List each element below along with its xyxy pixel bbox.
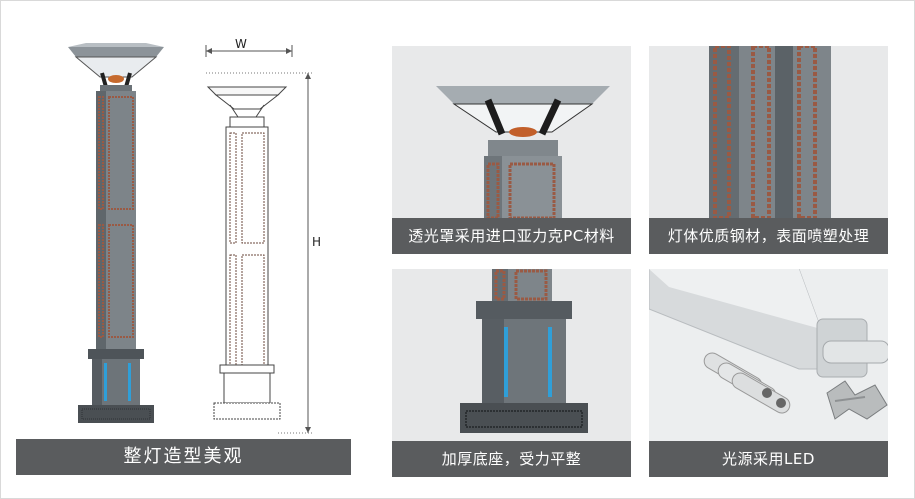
body-detail-image: [709, 46, 831, 218]
main-caption: 整灯造型美观: [16, 439, 351, 475]
base-caption: 加厚底座，受力平整: [392, 441, 631, 477]
detail-panel-shade: 透光罩采用进口亚力克PC材料: [392, 46, 631, 254]
shade-detail-image: [436, 86, 610, 218]
metal-clip: [826, 380, 888, 420]
base-detail-image: [460, 269, 588, 433]
detail-panel-led: 光源采用LED: [649, 269, 888, 477]
shade-caption: 透光罩采用进口亚力克PC材料: [392, 218, 631, 254]
main-product-panel: W H 整灯造型美观: [16, 25, 351, 475]
detail-panel-base: 加厚底座，受力平整: [392, 269, 631, 477]
colored-lamp-image: [68, 43, 164, 423]
led-caption: 光源采用LED: [649, 441, 888, 477]
body-caption: 灯体优质钢材，表面喷塑处理: [649, 218, 888, 254]
dimension-height-label: H: [312, 235, 322, 249]
dimension-width-label: W: [235, 37, 247, 51]
led-detail-image: [649, 269, 888, 420]
line-drawing-lamp-image: [205, 45, 312, 434]
product-illustration: [68, 43, 312, 434]
detail-panel-body: 灯体优质钢材，表面喷塑处理: [649, 46, 888, 254]
connector-tubes: [703, 352, 791, 414]
